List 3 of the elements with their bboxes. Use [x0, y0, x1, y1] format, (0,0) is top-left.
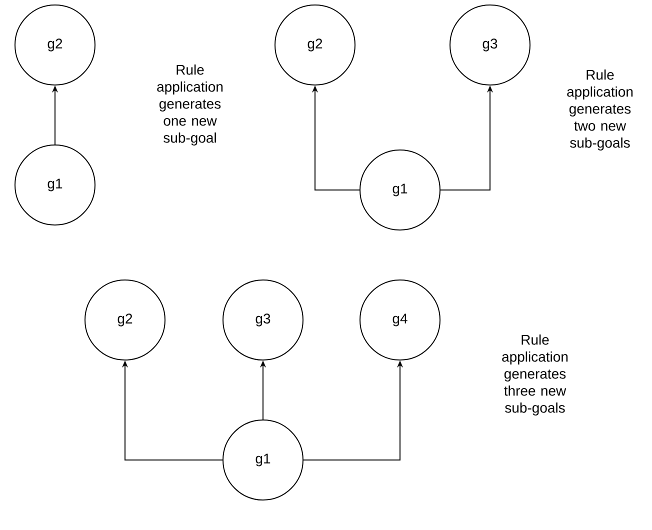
description-text: Rule application generates two new sub-goals [567, 69, 633, 151]
description-text: Rule application generates three new sub-goals [502, 334, 568, 416]
description-text: Rule application generates one new sub-goal [157, 64, 223, 146]
